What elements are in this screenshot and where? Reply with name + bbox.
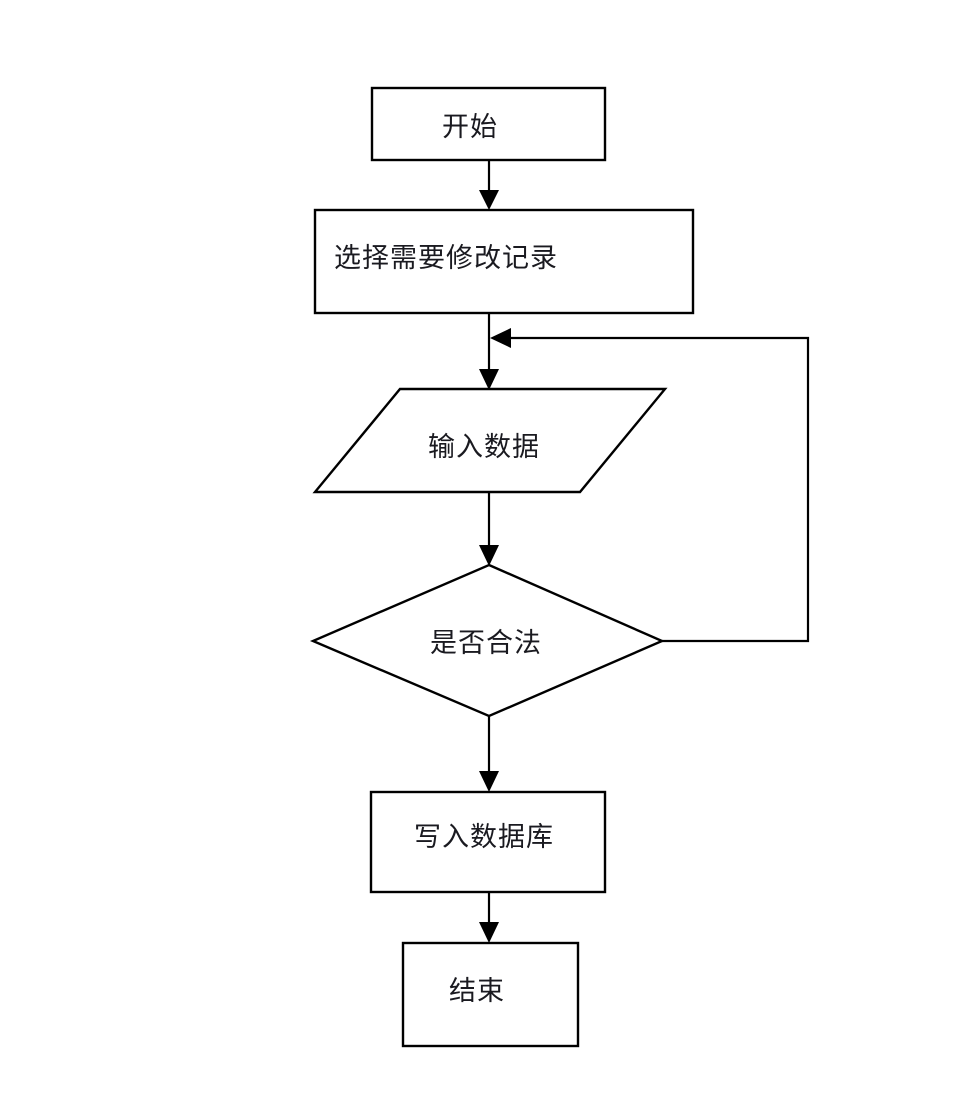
select-record-label: 选择需要修改记录 bbox=[334, 243, 558, 274]
edge-decision-loopback bbox=[490, 328, 810, 643]
input-data-label: 输入数据 bbox=[428, 432, 540, 463]
start-terminator-shape bbox=[370, 86, 607, 162]
edge-decision-to-write bbox=[479, 716, 499, 792]
node-input-data[interactable]: 输入数据 bbox=[312, 387, 668, 494]
arrow-head-down-icon bbox=[479, 922, 499, 943]
arrow-head-down-icon bbox=[479, 369, 499, 390]
node-start[interactable]: 开始 bbox=[370, 86, 607, 162]
edge-write-to-end bbox=[479, 892, 499, 943]
write-database-process-shape bbox=[369, 790, 607, 894]
node-is-valid[interactable]: 是否合法 bbox=[309, 563, 666, 718]
end-terminator-shape bbox=[401, 941, 580, 1048]
write-database-label: 写入数据库 bbox=[414, 822, 554, 853]
node-end[interactable]: 结束 bbox=[401, 941, 580, 1048]
end-label: 结束 bbox=[449, 976, 505, 1007]
is-valid-label: 是否合法 bbox=[430, 628, 542, 659]
arrow-head-down-icon bbox=[479, 771, 499, 792]
edge-input-to-decision bbox=[479, 492, 499, 566]
is-valid-decision-shape bbox=[309, 563, 666, 718]
arrow-head-down-icon bbox=[479, 190, 499, 210]
arrow-head-left-icon bbox=[490, 328, 511, 348]
select-record-process-shape bbox=[313, 208, 695, 315]
node-write-database[interactable]: 写入数据库 bbox=[369, 790, 607, 894]
input-data-parallelogram-shape bbox=[312, 387, 668, 494]
edge-select-to-input bbox=[479, 313, 499, 390]
start-label: 开始 bbox=[442, 112, 498, 143]
arrow-head-down-icon bbox=[479, 545, 499, 566]
node-select-record[interactable]: 选择需要修改记录 bbox=[313, 208, 695, 315]
edge-start-to-select bbox=[479, 160, 499, 210]
